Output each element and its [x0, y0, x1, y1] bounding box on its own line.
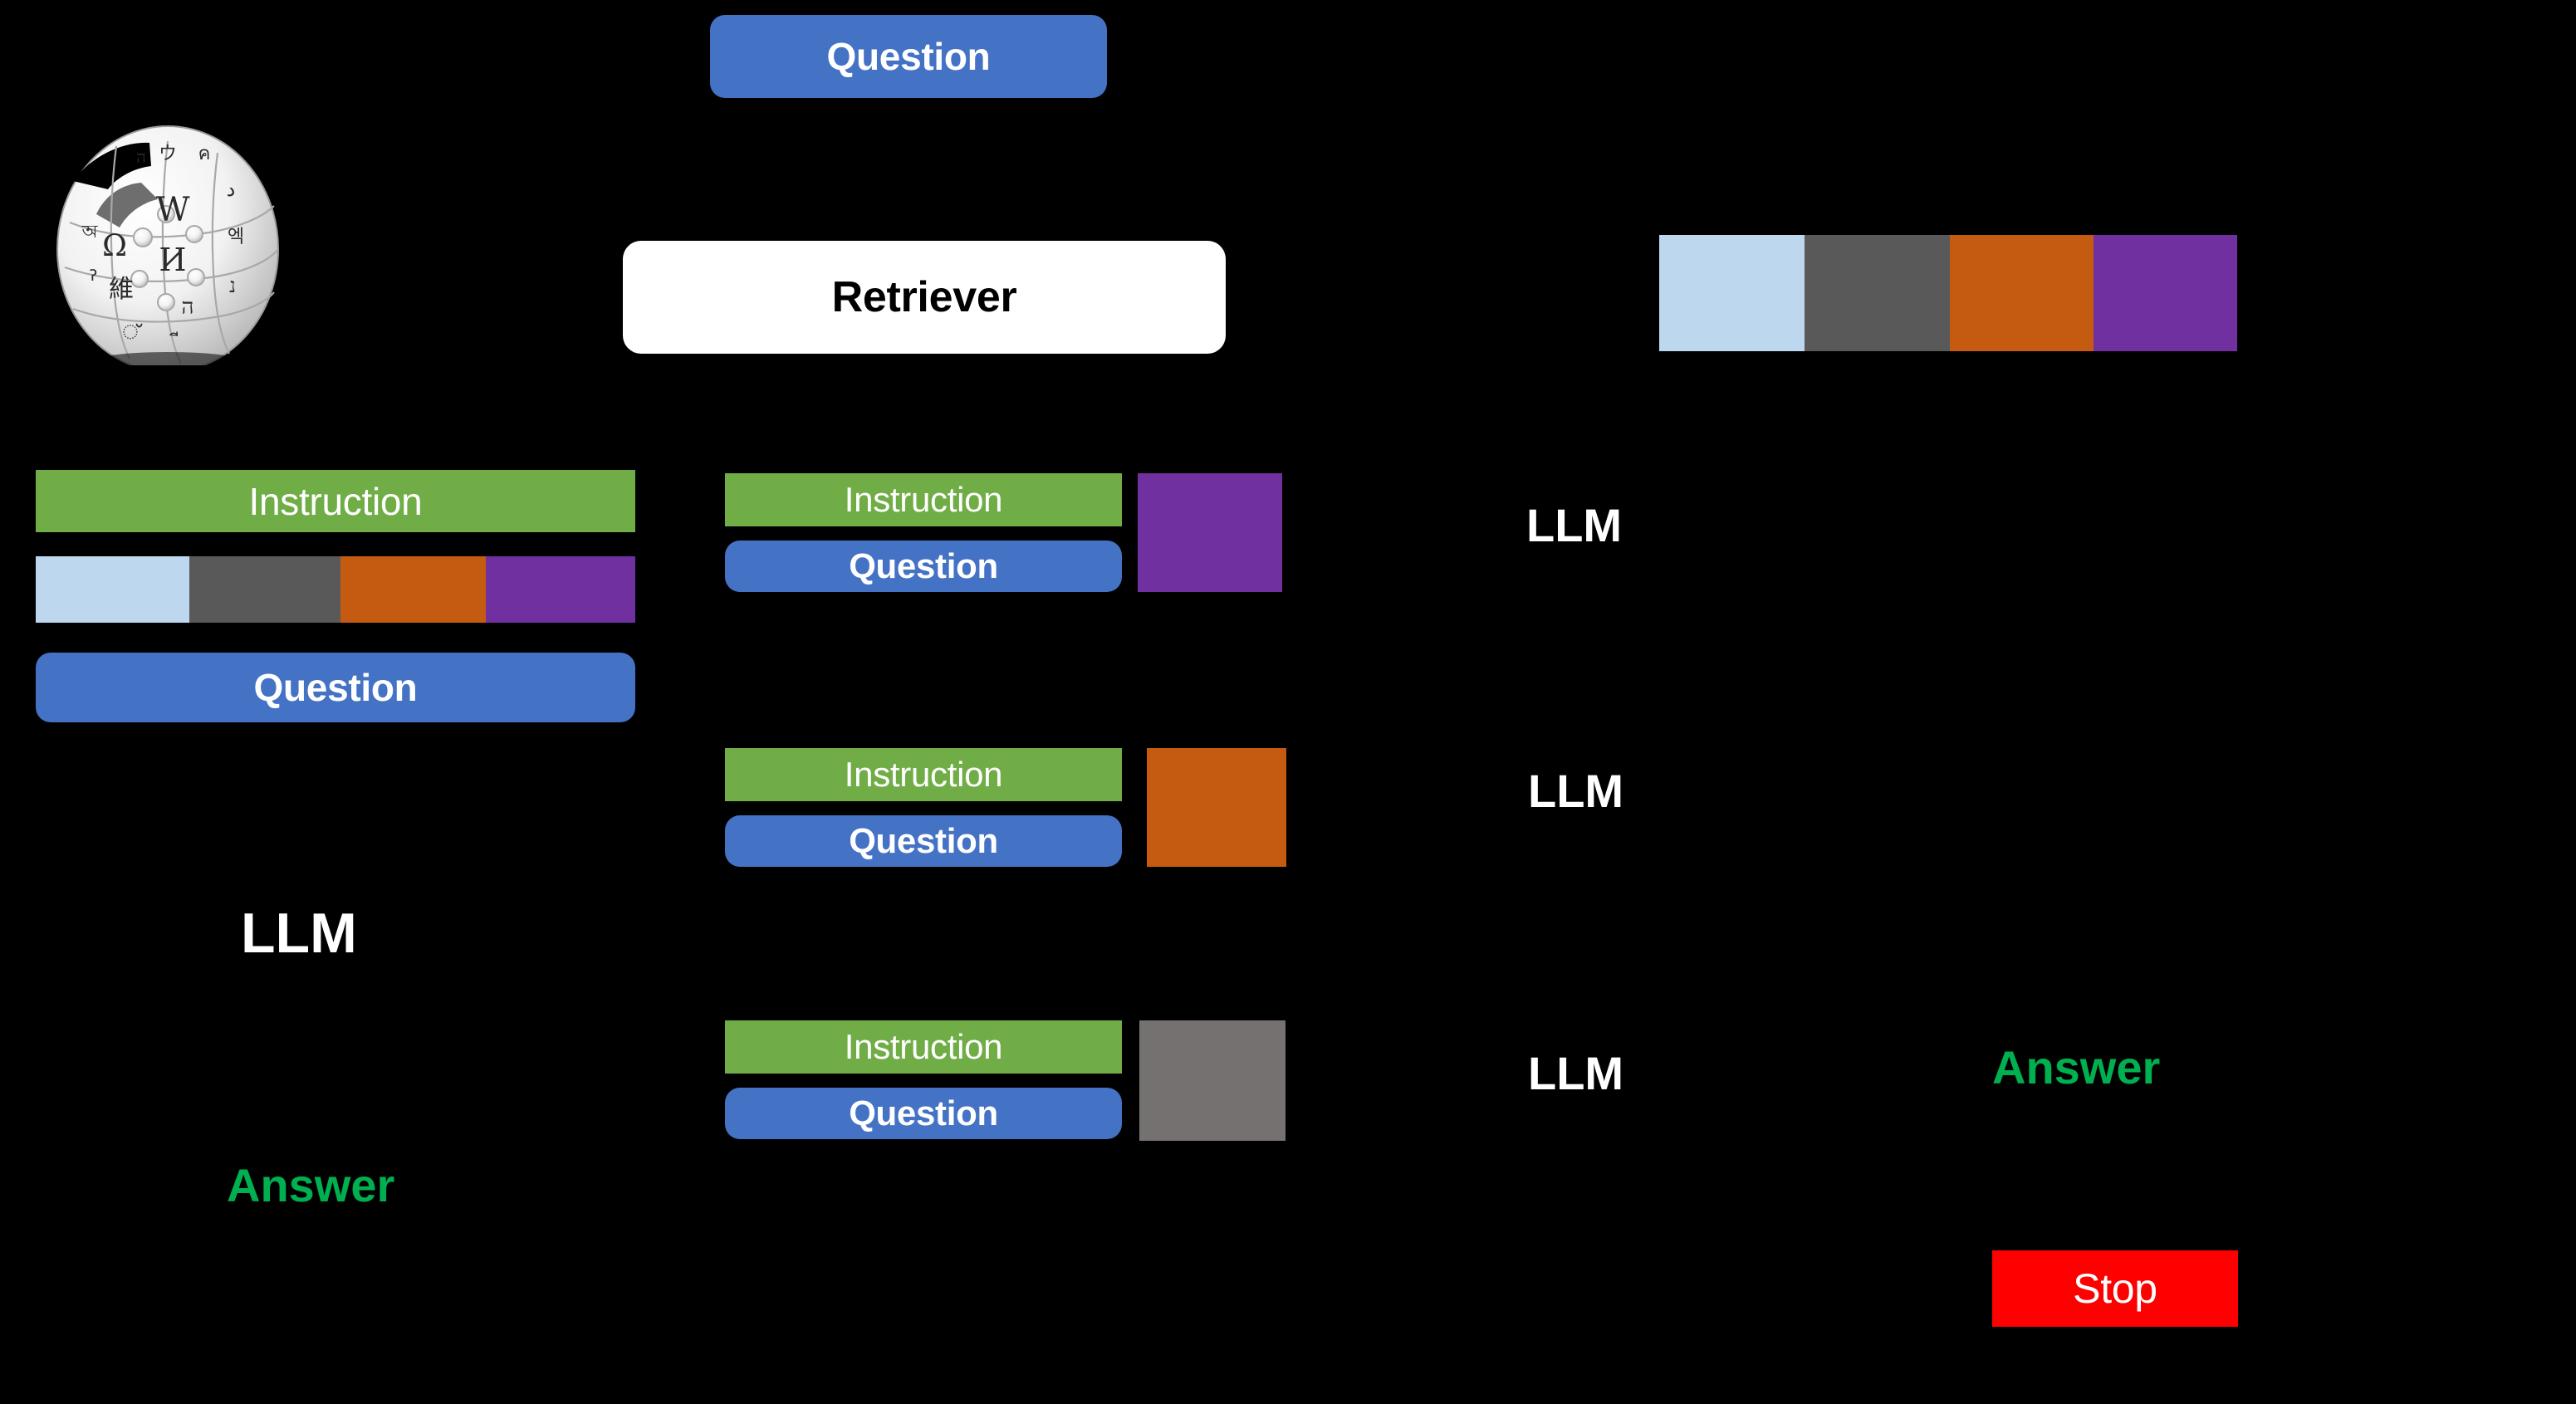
svg-text:W: W	[155, 191, 189, 229]
iteration-1-question-bar[interactable]: Question	[725, 541, 1122, 592]
iteration-2-llm-label: LLM	[1528, 765, 1624, 817]
chunk-light-blue	[36, 556, 189, 623]
left-question-label: Question	[253, 666, 418, 709]
iteration-3-instruction-bar[interactable]: Instruction	[725, 1020, 1122, 1074]
chunk-orange	[340, 556, 486, 623]
svg-text:ウ: ウ	[159, 144, 177, 164]
wikipedia-globe-icon: W Ω И 維 অ ॽ ה ウ ค د 엑 נ ה ് ี	[25, 116, 316, 373]
left-question-bar[interactable]: Question	[36, 653, 635, 722]
iteration-3-answer-label: Answer	[1992, 1041, 2161, 1093]
svg-text:И: И	[159, 242, 186, 278]
iteration-2-question-label: Question	[849, 821, 998, 860]
stop-button[interactable]: Stop	[1992, 1250, 2238, 1327]
chunk-dark-gray	[189, 556, 340, 623]
svg-text:অ: অ	[81, 222, 98, 242]
chunk-purple	[2094, 235, 2237, 351]
iteration-2-question-bar[interactable]: Question	[725, 815, 1122, 867]
svg-text:ค: ค	[198, 144, 211, 164]
svg-text:維: 維	[109, 275, 134, 304]
iteration-1-question-label: Question	[849, 546, 998, 585]
stop-label: Stop	[2073, 1265, 2157, 1312]
iteration-3-chunk-mid-gray	[1139, 1020, 1286, 1141]
chunk-orange	[1950, 235, 2094, 351]
chunk-purple	[486, 556, 635, 623]
iteration-1-instruction-bar[interactable]: Instruction	[725, 473, 1122, 526]
svg-text:ה: ה	[136, 147, 146, 167]
left-instruction-label: Instruction	[248, 479, 423, 523]
svg-text:נ: נ	[229, 274, 236, 297]
iteration-3-llm-label: LLM	[1528, 1047, 1624, 1099]
iteration-2-instruction-label: Instruction	[844, 755, 1003, 794]
svg-text:د: د	[227, 178, 236, 201]
svg-text:ה: ה	[182, 295, 194, 320]
iteration-1-llm-label: LLM	[1526, 499, 1623, 551]
svg-text:്: ്	[122, 320, 142, 344]
top-question-pill[interactable]: Question	[710, 15, 1107, 98]
left-llm-label: LLM	[241, 902, 357, 965]
iteration-1-instruction-label: Instruction	[844, 480, 1003, 519]
iteration-3-question-bar[interactable]: Question	[725, 1088, 1122, 1139]
retriever-label: Retriever	[831, 273, 1017, 321]
iteration-1-chunk-purple	[1138, 473, 1282, 592]
retrieved-chunks-strip	[1659, 235, 2237, 351]
chunk-dark-gray	[1805, 235, 1950, 351]
retriever-box[interactable]: Retriever	[623, 241, 1226, 354]
left-instruction-bar[interactable]: Instruction	[36, 470, 635, 532]
svg-text:엑: 엑	[228, 227, 244, 247]
svg-text:Ω: Ω	[102, 229, 127, 263]
iteration-2-chunk-orange	[1147, 748, 1286, 867]
left-context-chunks-strip	[36, 556, 635, 623]
top-question-label: Question	[826, 35, 991, 78]
chunk-light-blue	[1659, 235, 1805, 351]
iteration-3-question-label: Question	[849, 1093, 998, 1132]
iteration-2-instruction-bar[interactable]: Instruction	[725, 748, 1122, 801]
svg-text:ॽ: ॽ	[89, 265, 97, 286]
iteration-3-instruction-label: Instruction	[844, 1027, 1003, 1066]
left-answer-label: Answer	[227, 1159, 395, 1211]
